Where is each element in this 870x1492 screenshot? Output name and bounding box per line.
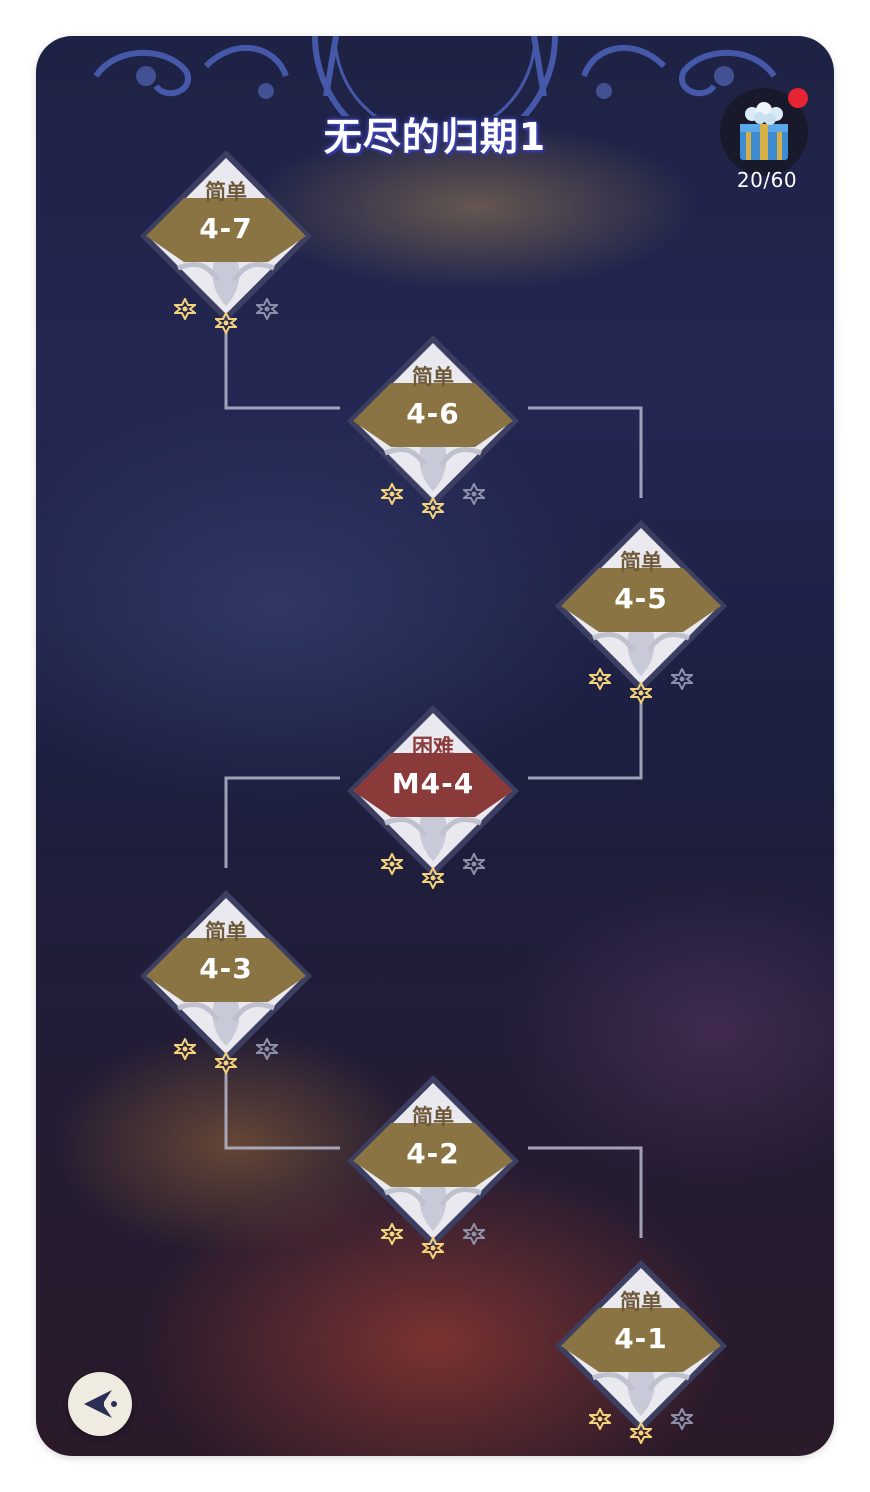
stage-diamond	[347, 1075, 519, 1247]
stage-diamond	[347, 705, 519, 877]
stage-node-4-6[interactable]: 简单 4-6	[345, 333, 521, 523]
stage-star-rating	[345, 483, 521, 523]
stage-diamond	[555, 1260, 727, 1432]
stage-difficulty-label: 简单	[412, 1105, 454, 1129]
stage-star-rating	[553, 668, 729, 708]
stage-code-label: M4-4	[391, 767, 475, 800]
top-ornament-decoration	[93, 36, 777, 116]
stage-diamond	[140, 150, 312, 322]
stage-diamond	[555, 520, 727, 692]
stage-code-label: 4-2	[406, 1137, 460, 1170]
star-filled-icon	[630, 1422, 652, 1444]
star-filled-icon	[422, 497, 444, 519]
notification-badge	[788, 88, 808, 108]
star-empty-icon	[256, 298, 278, 320]
stage-difficulty-label: 困难	[412, 735, 454, 759]
stage-diamond	[140, 890, 312, 1062]
stage-node-m4-4[interactable]: 困难 M4-4	[345, 703, 521, 893]
stage-node-4-3[interactable]: 简单 4-3	[138, 888, 314, 1078]
star-empty-icon	[463, 1223, 485, 1245]
stage-difficulty-label: 简单	[620, 1290, 662, 1314]
stage-path-lines	[224, 333, 643, 1238]
star-empty-icon	[256, 1038, 278, 1060]
stage-star-rating	[553, 1408, 729, 1448]
star-filled-icon	[589, 1408, 611, 1430]
stage-node-4-1[interactable]: 简单 4-1	[553, 1258, 729, 1448]
stage-code-label: 4-3	[199, 952, 253, 985]
stage-difficulty-label: 简单	[205, 180, 247, 204]
star-empty-icon	[463, 483, 485, 505]
stage-difficulty-label: 简单	[412, 365, 454, 389]
star-filled-icon	[630, 682, 652, 704]
star-filled-icon	[422, 1237, 444, 1259]
stage-difficulty-label: 简单	[620, 550, 662, 574]
stage-diamond	[347, 335, 519, 507]
star-filled-icon	[381, 483, 403, 505]
star-empty-icon	[671, 1408, 693, 1430]
stage-code-label: 4-6	[406, 397, 460, 430]
stage-star-rating	[345, 853, 521, 893]
star-empty-icon	[671, 668, 693, 690]
stage-node-4-5[interactable]: 简单 4-5	[553, 518, 729, 708]
star-filled-icon	[381, 1223, 403, 1245]
stage-difficulty-label: 简单	[205, 920, 247, 944]
reward-progress-count: 20/60	[736, 168, 798, 192]
star-empty-icon	[463, 853, 485, 875]
gift-box-icon[interactable]	[720, 88, 808, 176]
star-filled-icon	[589, 668, 611, 690]
back-arrow-icon	[84, 1390, 117, 1418]
stage-node-4-7[interactable]: 简单 4-7	[138, 148, 314, 338]
star-filled-icon	[174, 1038, 196, 1060]
star-filled-icon	[381, 853, 403, 875]
stage-star-rating	[138, 298, 314, 338]
star-filled-icon	[422, 867, 444, 889]
back-button[interactable]	[68, 1372, 132, 1436]
stage-code-label: 4-5	[614, 582, 668, 615]
star-filled-icon	[174, 298, 196, 320]
page-title: 无尽的归期1	[323, 115, 547, 159]
stage-star-rating	[345, 1223, 521, 1263]
stage-code-label: 4-1	[614, 1322, 668, 1355]
star-filled-icon	[215, 1052, 237, 1074]
stage-star-rating	[138, 1038, 314, 1078]
stage-node-4-2[interactable]: 简单 4-2	[345, 1073, 521, 1263]
star-filled-icon	[215, 312, 237, 334]
stage-code-label: 4-7	[199, 212, 253, 245]
